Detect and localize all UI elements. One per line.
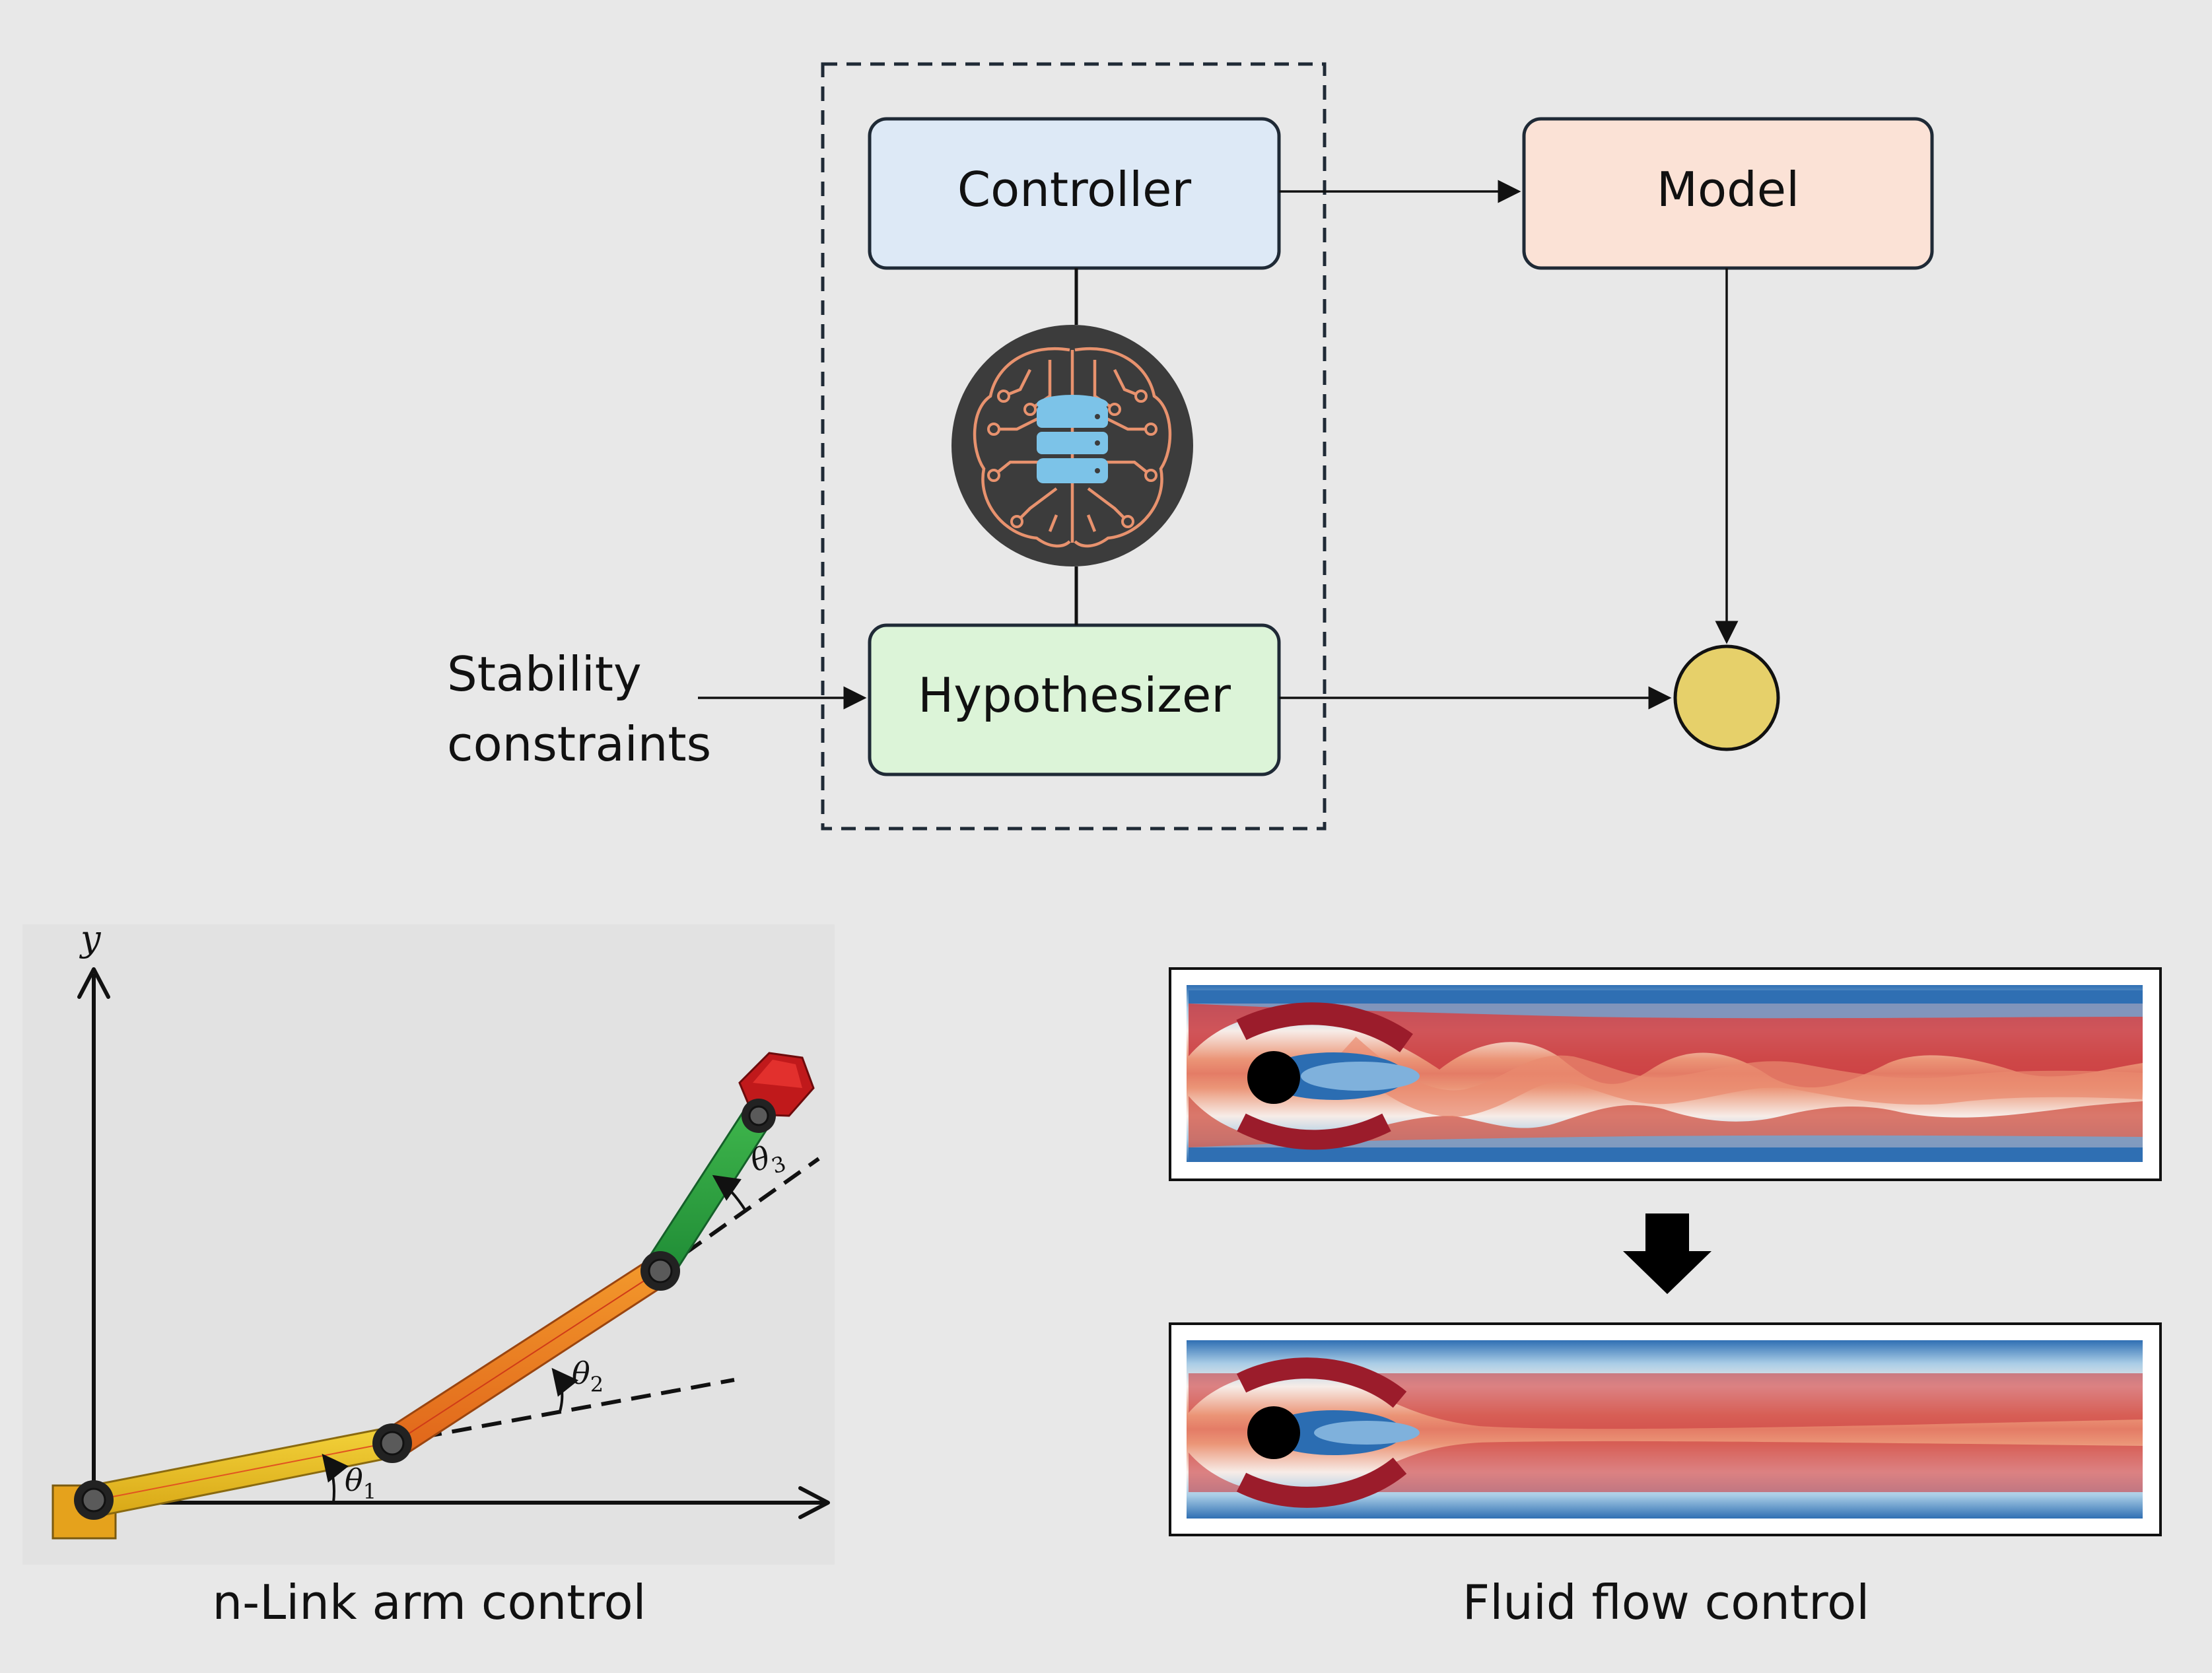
theta1-label: θ1 [345,1462,376,1504]
model-node[interactable]: Model [1522,117,1934,270]
arm-joint-3[interactable] [640,1251,680,1291]
n-link-arm-figure: y [22,918,835,1565]
controller-node[interactable]: Controller [868,117,1281,270]
controller-label: Controller [957,162,1192,217]
arm-y-axis-arrowhead [77,967,110,999]
theta3-arc-icon [712,1175,747,1213]
stability-constraints-label: Stability constraints [447,646,711,772]
arm-joint-2[interactable] [372,1423,412,1463]
model-label: Model [1657,162,1799,217]
hypothesizer-label: Hypothesizer [918,667,1231,723]
theta2-arc-icon [551,1367,579,1412]
hypothesizer-node[interactable]: Hypothesizer [868,623,1281,776]
arm-joint-4[interactable] [742,1099,776,1133]
flow-caption: Fluid flow control [1463,1575,1869,1630]
stability-line-2: constraints [447,716,711,772]
arm-x-axis-arrowhead [798,1486,830,1519]
theta2-reference-line [392,1378,735,1445]
down-arrow-icon [1623,1213,1711,1294]
output-node-icon [1673,644,1780,751]
arm-panel-background [22,924,835,1565]
flow-cylinder-bottom [1247,1406,1300,1459]
theta1-arc-icon [322,1453,349,1503]
theta2-label: θ2 [572,1355,604,1397]
flow-field-uncontrolled [1169,967,2162,1181]
brain-database-icon [951,325,1193,566]
arm-joint-1[interactable] [74,1480,114,1520]
arm-y-axis-label: y [79,918,102,959]
module-dashed-frame [821,62,1327,831]
flow-field-controlled [1169,1322,2162,1536]
arm-caption: n-Link arm control [213,1575,646,1630]
stability-line-1: Stability [447,646,642,702]
flow-cylinder-top [1247,1051,1300,1104]
